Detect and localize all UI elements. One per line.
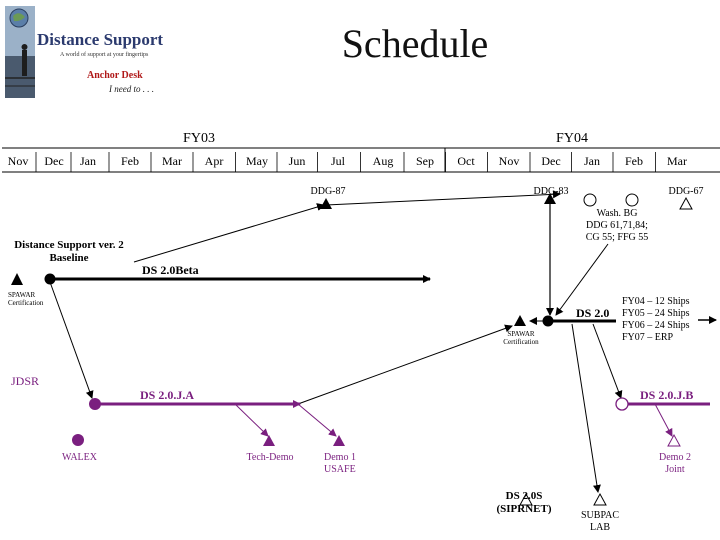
- washbg-label-2: DDG 61,71,84;: [586, 220, 648, 231]
- demo1-label-1: Demo 1: [324, 452, 356, 463]
- ddg83-label: DDG-83: [534, 186, 569, 197]
- fy-label-fy03: FY03: [183, 131, 215, 146]
- ds-ver2-label-1: Distance Support ver. 2: [14, 239, 124, 251]
- techdemo-triangle-icon: [263, 435, 275, 446]
- sailor-photo-icon: [5, 6, 35, 98]
- milestone-labels: DDG-87 DDG-83 DDG-67 Wash. BG DDG 61,71,…: [8, 186, 704, 533]
- month-label: Feb: [625, 154, 643, 168]
- demo2-label-2: Joint: [665, 464, 685, 475]
- ds20s-triangle-icon: [519, 492, 533, 506]
- ds-ver2-label-2: Baseline: [49, 252, 88, 264]
- baseline-circle-icon: [44, 273, 56, 285]
- line-ja-to-spawar-mid: [297, 324, 513, 405]
- subpac-label-1: SUBPAC: [581, 510, 619, 521]
- logo-subtitle: Anchor Desk: [87, 70, 143, 81]
- ddg87-label: DDG-87: [311, 186, 346, 197]
- spawar-cert-mid-2: Certification: [503, 338, 539, 346]
- spawar-cert-left-2: Certification: [8, 299, 44, 307]
- walex-circle-icon: [72, 434, 84, 446]
- ddg87-triangle-icon: [320, 198, 332, 209]
- baseline-triangle-icon: [11, 273, 23, 285]
- techdemo-label: Tech-Demo: [246, 452, 293, 463]
- logo-subtitle-2: I need to . . .: [109, 84, 154, 94]
- line-ja-to-demo1: [297, 403, 337, 437]
- ja-circle-icon: [89, 398, 101, 410]
- month-label: Jan: [584, 154, 600, 168]
- line-ds20-to-subpac: [571, 323, 601, 493]
- milestone-bars: [50, 275, 717, 408]
- ds20beta-label: DS 2.0Beta: [142, 263, 199, 277]
- ddg83-triangle-icon: [544, 193, 556, 204]
- month-label: Jan: [80, 154, 96, 168]
- connection-lines: [49, 190, 673, 493]
- walex-label: WALEX: [62, 452, 98, 463]
- demo1-triangle-icon: [333, 435, 345, 446]
- demo2-triangle-icon: [667, 433, 681, 447]
- month-row: Nov Dec Jan Feb Mar Apr May Jun Jul Aug Sep Oct Nov D…: [8, 152, 687, 172]
- jb-circle-icon: [615, 397, 629, 411]
- timeline-header: FY03 FY04 Nov Dec Jan Feb Mar Apr May Jun Jul Aug…: [2, 131, 720, 173]
- spawar-cert-left-1: SPAWAR: [8, 291, 36, 299]
- washbg-label-1: Wash. BG: [597, 208, 638, 219]
- milestone-markers: [11, 193, 693, 506]
- washbg-circle-icon: [583, 193, 597, 207]
- line-baseline-to-ddg87: [133, 203, 325, 263]
- line-washbg-to-ds20: [555, 243, 609, 316]
- fy-ships-3: FY06 – 24 Ships: [622, 320, 690, 331]
- spawar-mid-triangle-icon: [514, 315, 526, 326]
- month-label: Feb: [121, 154, 139, 168]
- line-baseline-to-ja: [49, 281, 94, 399]
- demo2-label-1: Demo 2: [659, 452, 691, 463]
- distance-support-logo: Distance Support A world of support at y…: [5, 4, 163, 98]
- ds20-circle-icon: [542, 315, 554, 327]
- demo1-label-2: USAFE: [324, 464, 356, 475]
- subpac-label-2: LAB: [590, 522, 610, 533]
- fy-ships-1: FY04 – 12 Ships: [622, 296, 690, 307]
- month-label: Mar: [667, 154, 687, 168]
- fy-ships-2: FY05 – 24 Ships: [622, 308, 690, 319]
- washbg-label-3: CG 55; FFG 55: [586, 232, 649, 243]
- ddg67-circle-icon: [625, 193, 639, 207]
- month-label: Mar: [162, 154, 182, 168]
- line-ddg87-to-ddg83: [325, 190, 561, 206]
- month-label: May: [246, 154, 268, 168]
- line-jb-to-demo2: [654, 403, 673, 437]
- month-label: Jun: [289, 154, 306, 168]
- month-label: Dec: [44, 154, 63, 168]
- month-label: Apr: [205, 154, 224, 168]
- ddg67-label: DDG-67: [669, 186, 704, 197]
- jdsr-label: JDSR: [11, 374, 39, 388]
- ds20-label: DS 2.0: [576, 306, 609, 320]
- logo-title: Distance Support: [37, 30, 164, 49]
- ds20s-label-1: DS 2.0S: [506, 490, 543, 502]
- line-ja-to-techdemo: [234, 403, 269, 437]
- fy-label-fy04: FY04: [556, 131, 588, 146]
- month-label: Aug: [373, 154, 394, 168]
- line-ds20-to-jb: [592, 323, 623, 399]
- month-label: Nov: [8, 154, 29, 168]
- month-label: Nov: [499, 154, 520, 168]
- month-label: Oct: [457, 154, 475, 168]
- logo-tagline: A world of support at your fingertips: [60, 52, 149, 58]
- spawar-cert-mid-1: SPAWAR: [507, 330, 535, 338]
- ds20jb-label: DS 2.0.J.B: [640, 388, 693, 402]
- subpac-triangle-icon: [593, 492, 607, 506]
- month-label: Sep: [416, 154, 434, 168]
- page-title: Schedule: [341, 21, 489, 66]
- ddg67-triangle-icon: [679, 196, 693, 210]
- month-label: Dec: [541, 154, 560, 168]
- ds20ja-label: DS 2.0.J.A: [140, 388, 194, 402]
- fy-ships-4: FY07 – ERP: [622, 332, 674, 343]
- ds20s-label-2: (SIPRNET): [496, 503, 551, 515]
- month-label: Jul: [331, 154, 346, 168]
